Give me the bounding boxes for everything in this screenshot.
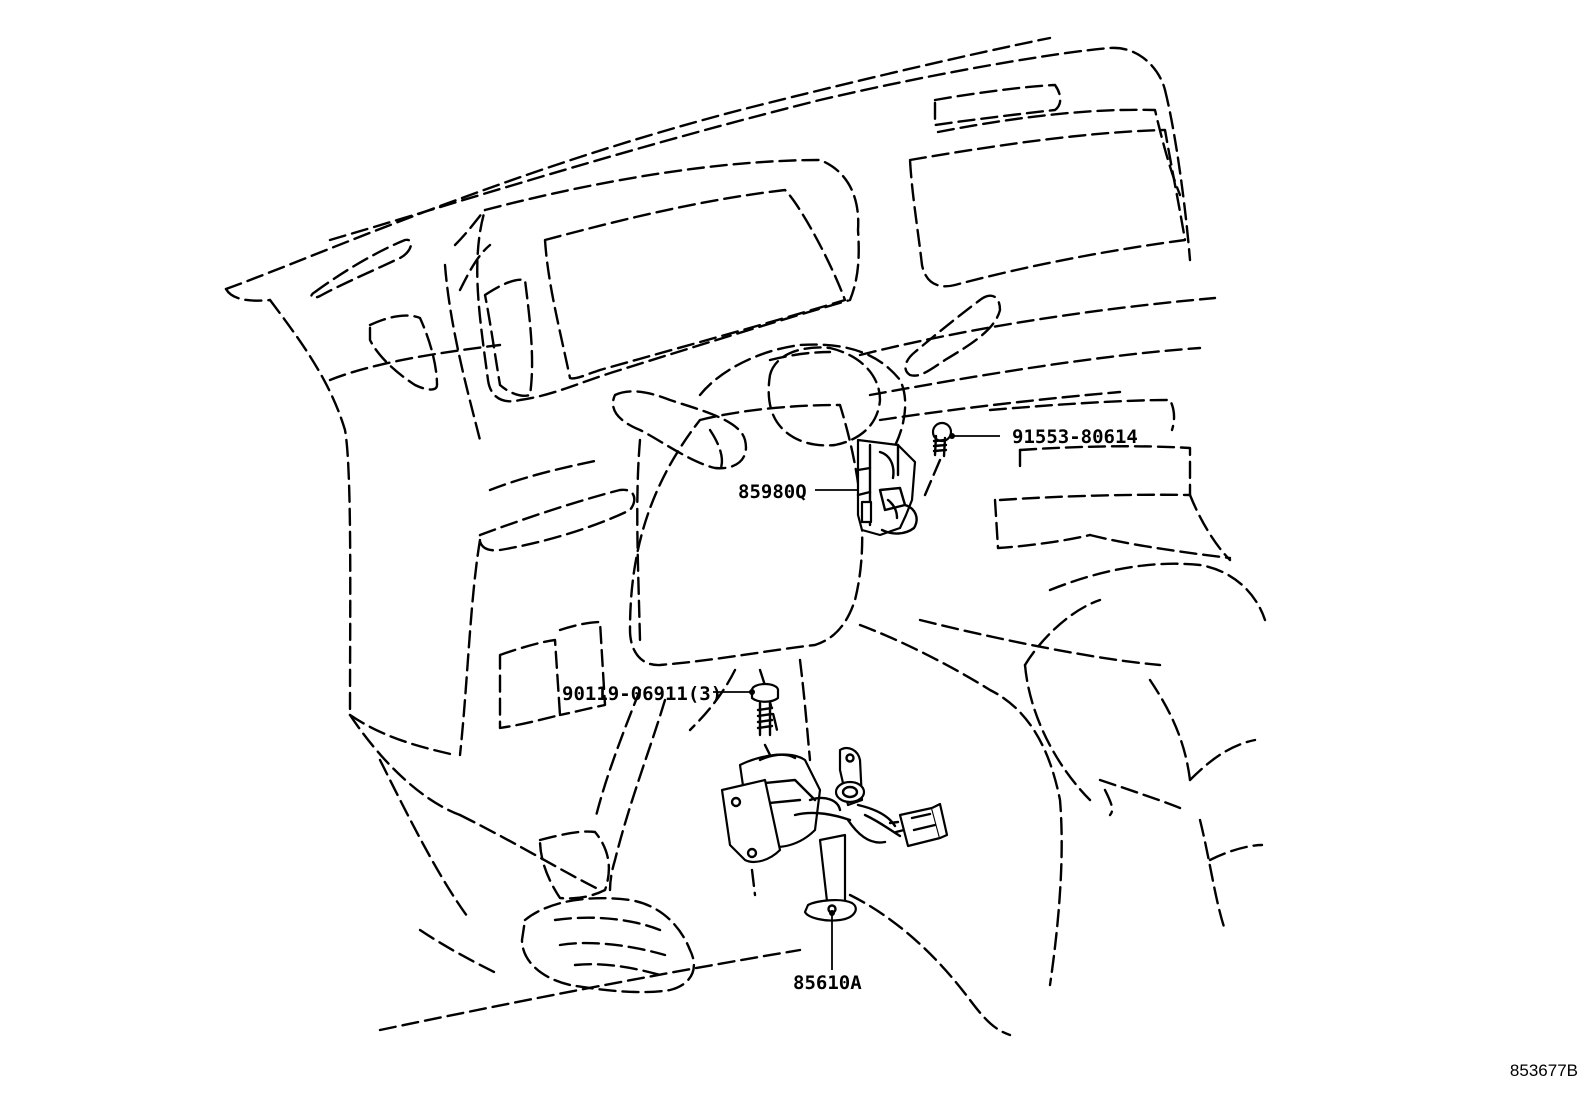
switch-assembly-part: [856, 438, 918, 537]
drawing-code: 853677B: [1510, 1061, 1578, 1080]
dashboard-outline: [224, 36, 1267, 1037]
screw-guide-line: [923, 458, 942, 497]
bolt-part: [750, 682, 780, 737]
callout-91553-80614: 91553-80614: [1012, 426, 1138, 448]
leader-lines: [713, 433, 1000, 970]
bracket-assembly-part: [720, 746, 949, 922]
callout-90119-06911: 90119-06911(3): [562, 683, 722, 705]
callout-85610a: 85610A: [793, 972, 862, 994]
screw-part: [931, 421, 953, 458]
callout-85980q: 85980Q: [738, 481, 807, 503]
